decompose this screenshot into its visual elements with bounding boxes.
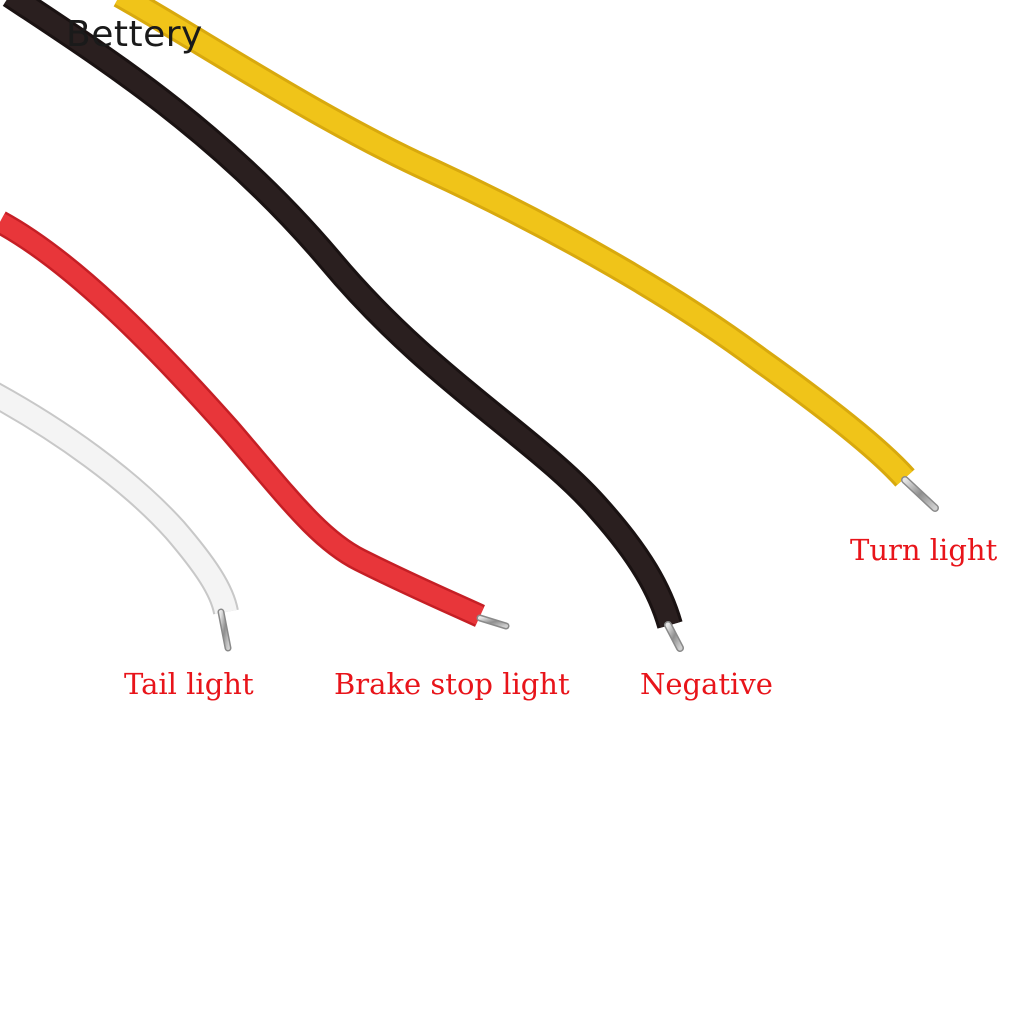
yellow-wire [113,0,939,512]
turn-light-label: Turn light [850,533,998,567]
black-wire [2,0,684,652]
red-wire [0,211,510,630]
negative-label: Negative [640,667,773,701]
tail-light-label: Tail light [124,667,254,701]
brand-watermark: Bettery [66,14,203,55]
brake-stop-light-label: Brake stop light [334,667,570,701]
white-wire [0,382,239,652]
